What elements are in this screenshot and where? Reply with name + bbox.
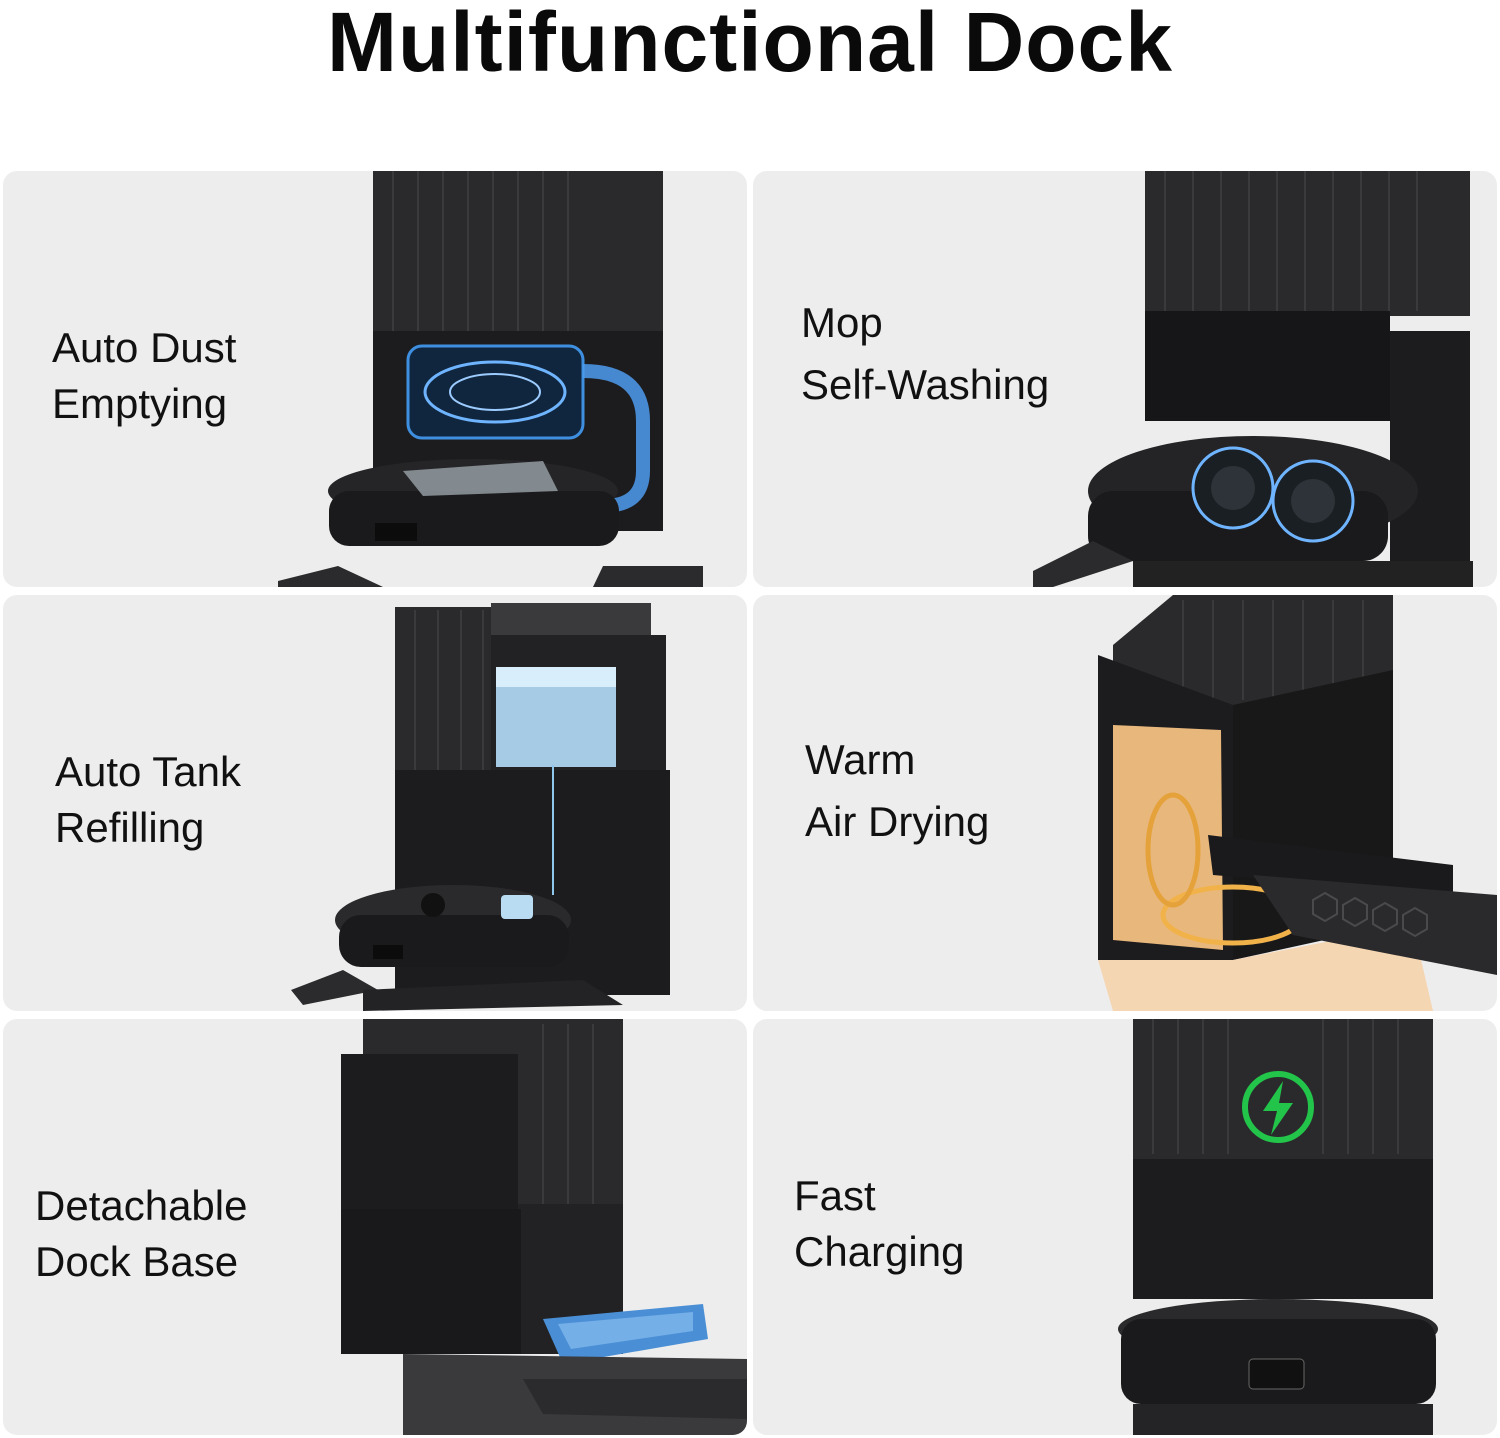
- feature-label: Auto Dust Emptying: [52, 324, 237, 427]
- feature-panel-warm-air-drying: Warm Air Drying: [753, 595, 1497, 1011]
- feature-panel-detachable-dock-base: Detachable Dock Base: [3, 1019, 747, 1435]
- feature-panel-auto-dust-emptying: Auto Dust Emptying: [3, 171, 747, 587]
- feature-label: Fast Charging: [794, 1172, 965, 1275]
- feature-label: Warm Air Drying: [805, 736, 990, 845]
- dock-warm-air-illustration: [1098, 595, 1497, 1011]
- dock-base-illustration: [341, 1019, 747, 1435]
- feature-label: Mop Self-Washing: [801, 299, 1050, 408]
- feature-label: Auto Tank Refilling: [55, 748, 242, 851]
- feature-panel-mop-self-washing: Mop Self-Washing: [753, 171, 1497, 587]
- feature-panel-auto-tank-refilling: Auto Tank Refilling: [3, 595, 747, 1011]
- dock-tank-illustration: [291, 603, 670, 1011]
- dock-mop-wash-illustration: [1033, 171, 1473, 587]
- feature-panel-fast-charging: Fast Charging: [753, 1019, 1497, 1435]
- feature-label: Detachable Dock Base: [35, 1182, 248, 1285]
- dock-charging-illustration: [1118, 1019, 1438, 1435]
- lightning-charge-icon: [1242, 1071, 1314, 1143]
- dock-dust-illustration: [278, 171, 703, 587]
- page-title: Multifunctional Dock: [327, 0, 1173, 89]
